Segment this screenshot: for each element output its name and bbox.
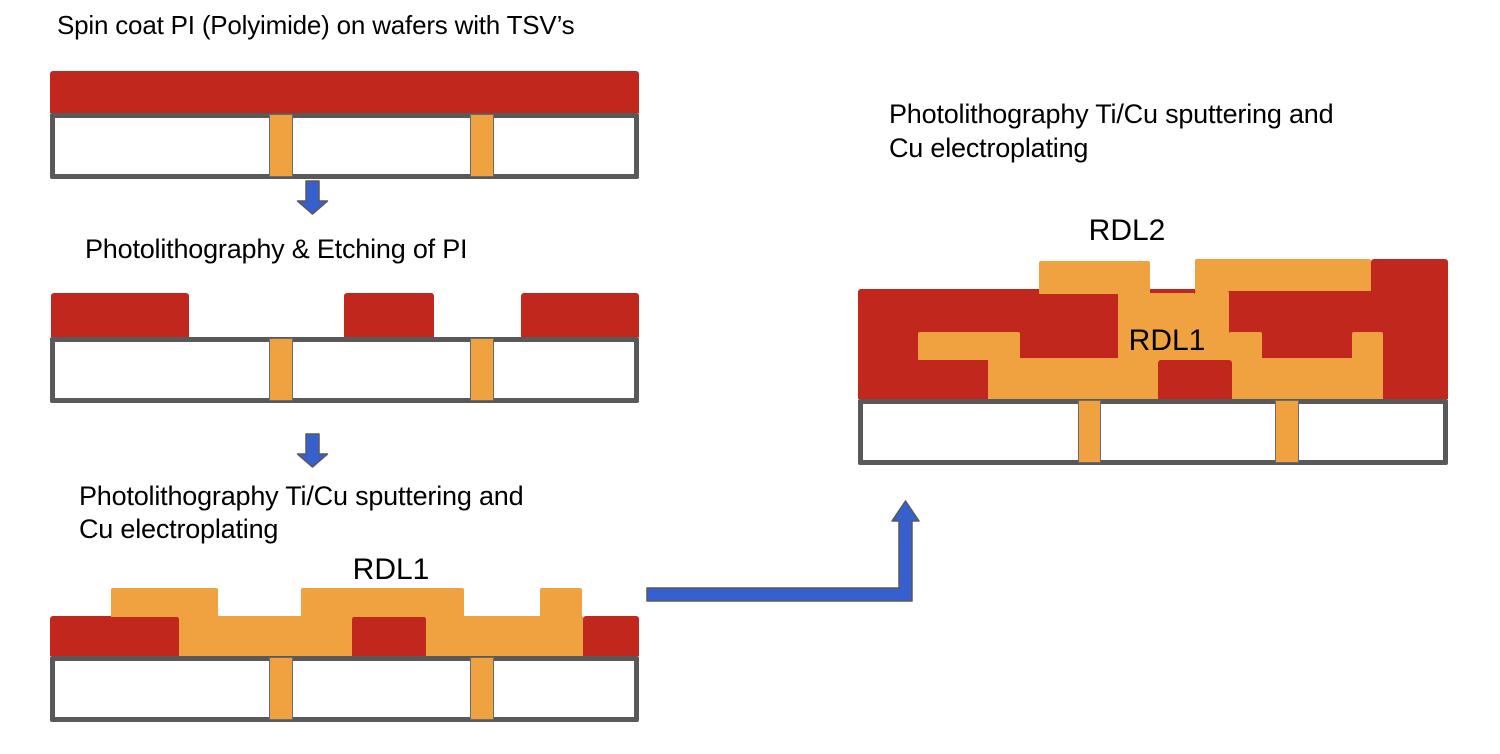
step3-title-line1: Photolithography Ti/Cu sputtering and — [79, 481, 524, 511]
step4-title-line1: Photolithography Ti/Cu sputtering and — [889, 99, 1334, 129]
tsv-step1-right — [470, 114, 494, 177]
step4-title: Photolithography Ti/Cu sputtering and Cu… — [889, 97, 1334, 165]
rdl1-fill-step3-left — [179, 616, 352, 656]
rdl1-bump-step3-middle — [301, 588, 464, 617]
tsv-step4-right — [1275, 400, 1299, 463]
step4-title-line2: Cu electroplating — [889, 133, 1089, 163]
flow-arrow-step2-to-step3 — [296, 433, 329, 468]
wafer-step3 — [50, 656, 639, 722]
step3-title: Photolithography Ti/Cu sputtering and Cu… — [79, 480, 524, 546]
rdl2-pad-step4-right — [1195, 259, 1371, 291]
pi-block-step2-middle — [344, 293, 434, 337]
tsv-step3-left — [269, 657, 293, 720]
tsv-step2-left — [269, 338, 293, 401]
pi-island-step4 — [1158, 360, 1232, 399]
rdl2-label-step4: RDL2 — [1088, 214, 1166, 247]
rdl1-bump-step3-right — [540, 588, 582, 617]
rdl1-bump-step3-left — [111, 588, 218, 617]
rdl1-step-step4 — [1229, 332, 1262, 359]
rdl1-label-step3: RDL1 — [352, 553, 430, 586]
flow-arrow-step3-to-step4 — [646, 500, 920, 602]
rdl1-fill-step3-right — [426, 616, 583, 656]
rdl2-via-step4 — [1195, 291, 1229, 360]
rdl2-pad-step4-left — [1039, 261, 1150, 294]
step3-title-line2: Cu electroplating — [79, 514, 279, 544]
pi-block-step2-right — [521, 293, 639, 337]
wafer-step2 — [50, 337, 639, 403]
tsv-step4-left — [1078, 400, 1101, 463]
pi-block-step2-left — [51, 293, 189, 337]
pi-block-step3-right — [583, 616, 639, 656]
pi2-field-step4-right-top — [1371, 259, 1448, 291]
pi-block-step3-middle — [352, 616, 426, 656]
tsv-step2-right — [470, 338, 494, 401]
pi-layer-step1 — [50, 71, 639, 113]
rdl1-bar-step4-left — [918, 332, 1020, 360]
pi-block-step3-left — [50, 616, 179, 656]
wafer-step1 — [50, 113, 639, 179]
wafer-step4 — [858, 399, 1448, 465]
tsv-step3-right — [470, 657, 494, 720]
flow-arrow-step1-to-step2 — [296, 180, 329, 215]
rdl1-label-step4: RDL1 — [1128, 324, 1206, 357]
step1-title: Spin coat PI (Polyimide) on wafers with … — [57, 10, 575, 40]
rdl1-riser-step4-center — [1118, 293, 1195, 360]
tsv-step1-left — [269, 114, 293, 177]
step2-title: Photolithography & Etching of PI — [85, 234, 468, 264]
